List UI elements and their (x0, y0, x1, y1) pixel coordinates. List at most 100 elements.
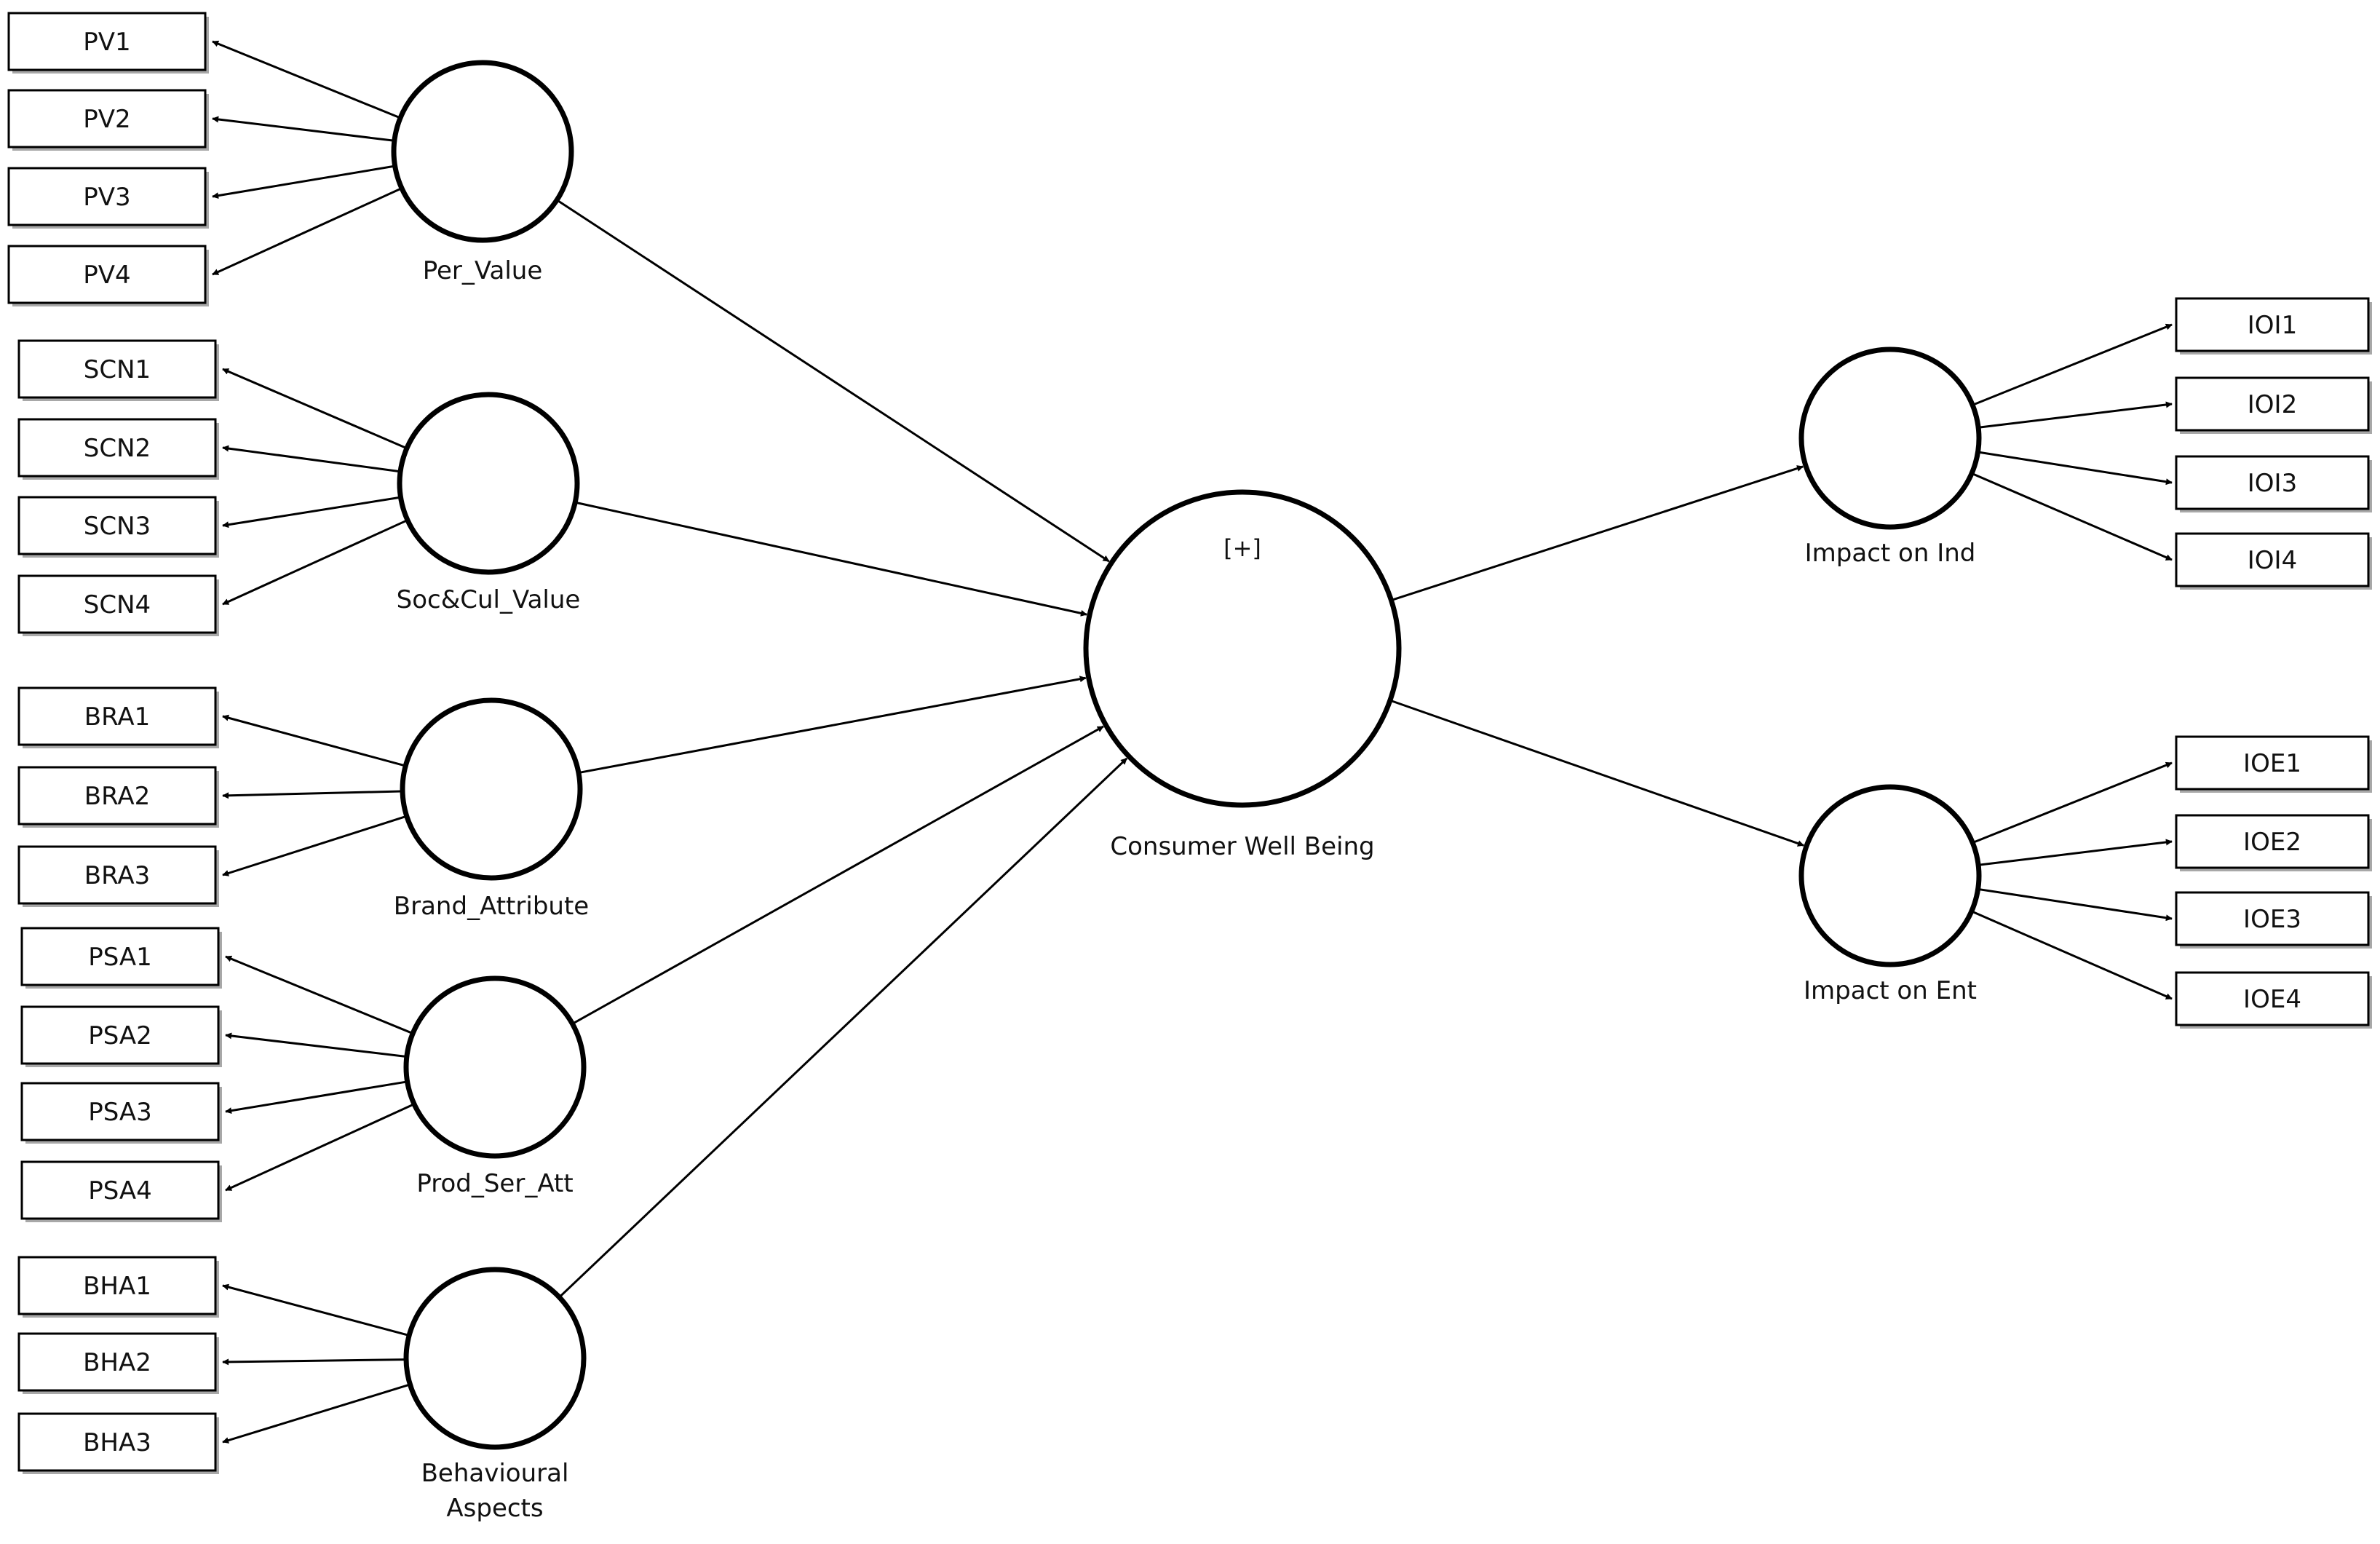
indicator-box[interactable]: PV4 (7, 245, 209, 306)
indicator-box-frame (17, 574, 217, 634)
indicator-box[interactable]: IOI2 (2175, 376, 2372, 434)
indicator-label: PV4 (83, 261, 130, 290)
construct-soc_cul_value[interactable]: Soc&Cul_Value (397, 392, 581, 614)
indicator-box-frame (2175, 971, 2370, 1026)
construct-label: Brand_Attribute (394, 892, 589, 921)
indicator-box-frame (17, 1412, 217, 1472)
indicator-box[interactable]: IOI4 (2175, 532, 2372, 590)
loading-arrow (222, 495, 407, 528)
indicator-box-frame (7, 245, 207, 304)
loading-arrow (1965, 908, 2173, 1000)
loading-arrow (1966, 470, 2173, 561)
indicator-label: PSA1 (88, 943, 152, 972)
construct-per_value[interactable]: Per_Value (391, 60, 574, 285)
loading-arrow (222, 1358, 413, 1366)
indicator-box-frame (20, 927, 220, 986)
indicator-box-frame (2175, 376, 2370, 432)
indicator-label: BHA1 (83, 1272, 151, 1301)
indicator-label: SCN1 (84, 355, 151, 384)
construct-label: Consumer Well Being (1110, 832, 1374, 861)
loading-arrow (1972, 450, 2173, 486)
construct-consumer_well_being[interactable]: [+] Consumer Well Being (1083, 489, 1402, 861)
indicator-box-frame (7, 12, 207, 71)
indicator-box[interactable]: BHA1 (17, 1256, 219, 1318)
loading-arrow (222, 516, 413, 606)
indicator-box[interactable]: PSA3 (20, 1082, 222, 1144)
indicator-box[interactable]: BRA2 (17, 766, 219, 828)
loading-arrow (222, 813, 413, 876)
loading-arrow (222, 445, 407, 474)
construct-circles: Per_ValueSoc&Cul_ValueBrand_AttributePro… (391, 60, 1982, 1523)
construct-label: Aspects (446, 1494, 543, 1523)
loading-arrow (212, 40, 406, 122)
indicator-label: BHA3 (83, 1428, 151, 1457)
loading-arrow (1972, 839, 2173, 867)
indicator-box[interactable]: IOE2 (2175, 814, 2372, 871)
indicator-box[interactable]: PSA1 (20, 927, 222, 989)
construct-circle[interactable] (1798, 347, 1982, 530)
indicator-label: BRA1 (84, 702, 150, 732)
indicator-box[interactable]: PV1 (7, 12, 209, 74)
indicator-box[interactable]: SCN2 (17, 418, 219, 480)
indicator-box-frame (2175, 532, 2370, 587)
construct-prod_ser_att[interactable]: Prod_Ser_Att (403, 975, 587, 1198)
construct-label: Impact on Ind (1805, 539, 1976, 568)
indicator-box[interactable]: BRA3 (17, 845, 219, 907)
construct-circle[interactable] (1083, 489, 1402, 808)
indicator-box[interactable]: SCN4 (17, 574, 219, 636)
indicator-box-frame (17, 1256, 217, 1315)
construct-circle[interactable] (403, 1267, 587, 1450)
loading-arrow (222, 1283, 416, 1339)
indicator-box[interactable]: PV3 (7, 167, 209, 229)
indicator-box-frame (2175, 455, 2370, 510)
indicator-box-frame (17, 496, 217, 555)
construct-label: Prod_Ser_Att (416, 1169, 573, 1198)
loading-arrow (222, 790, 409, 799)
indicator-box-frame (20, 1005, 220, 1065)
construct-impact_on_ent[interactable]: Impact on Ent (1798, 784, 1982, 1005)
indicator-box[interactable]: IOI3 (2175, 455, 2372, 512)
loading-arrow (1972, 401, 2173, 429)
loading-arrow (225, 1080, 413, 1115)
loading-arrow (212, 184, 408, 276)
indicator-label: PSA2 (88, 1021, 152, 1050)
indicator-box[interactable]: IOE4 (2175, 971, 2372, 1029)
construct-circle[interactable] (1798, 784, 1982, 967)
indicator-label: IOI2 (2248, 390, 2297, 419)
construct-circle[interactable] (400, 697, 583, 881)
indicator-label: IOE1 (2243, 749, 2301, 778)
indicator-box[interactable]: PSA2 (20, 1005, 222, 1067)
indicator-label: BHA2 (83, 1348, 151, 1377)
indicator-box[interactable]: IOE1 (2175, 735, 2372, 793)
indicator-label: SCN2 (84, 434, 151, 463)
indicator-box[interactable]: IOI1 (2175, 297, 2372, 355)
construct-label: Impact on Ent (1804, 976, 1977, 1005)
path-arrow-consumer_well_being-to-impact_on_ind (1391, 465, 1804, 602)
expand-marker[interactable]: [+] (1223, 534, 1261, 562)
loading-arrow (222, 714, 412, 769)
indicator-boxes: PV1PV2PV3PV4SCN1SCN2SCN3SCN4BRA1BRA2BRA3… (7, 12, 2372, 1474)
indicator-label: SCN4 (84, 590, 151, 619)
construct-circle[interactable] (391, 60, 574, 243)
construct-brand_attribute[interactable]: Brand_Attribute (394, 697, 589, 921)
indicator-box[interactable]: BHA2 (17, 1332, 219, 1394)
indicator-box[interactable]: PSA4 (20, 1160, 222, 1222)
indicator-box[interactable]: BHA3 (17, 1412, 219, 1474)
construct-impact_on_ind[interactable]: Impact on Ind (1798, 347, 1982, 568)
indicator-box-frame (17, 686, 217, 746)
indicator-box[interactable]: SCN3 (17, 496, 219, 558)
indicator-box-frame (17, 1332, 217, 1392)
indicator-box[interactable]: PV2 (7, 89, 209, 151)
indicator-box-frame (17, 766, 217, 826)
indicator-box[interactable]: SCN1 (17, 339, 219, 401)
indicator-box[interactable]: IOE3 (2175, 891, 2372, 949)
indicator-label: IOE2 (2243, 828, 2301, 857)
construct-circle[interactable] (397, 392, 580, 575)
indicator-box[interactable]: BRA1 (17, 686, 219, 748)
construct-circle[interactable] (403, 975, 587, 1159)
indicator-box-frame (17, 339, 217, 399)
loading-arrow (212, 164, 401, 199)
indicator-label: PV2 (83, 105, 130, 134)
